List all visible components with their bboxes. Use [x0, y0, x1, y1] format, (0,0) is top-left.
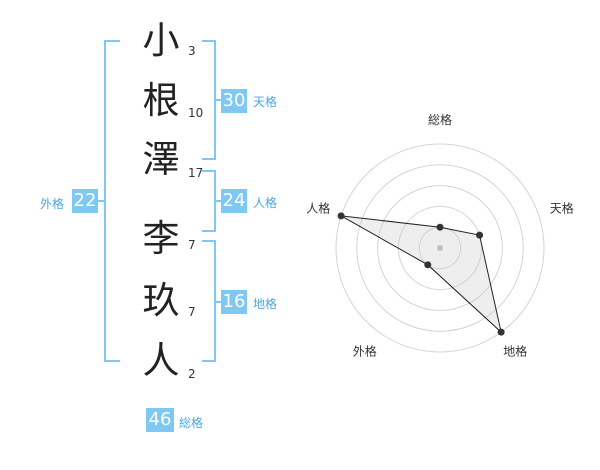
stroke-count-5: 7 — [188, 305, 196, 319]
radar-axis-label: 総格 — [428, 112, 452, 127]
radar-center-dot — [437, 245, 443, 251]
gaikaku-connector — [98, 200, 106, 202]
chikaku-connector — [214, 301, 222, 303]
gaikaku-label: 外格 — [40, 197, 65, 211]
radar-ring — [356, 164, 524, 332]
name-char-2: 根 — [142, 79, 180, 122]
radar-point-1 — [436, 223, 444, 231]
jinkaku-connector — [214, 200, 222, 202]
tenkaku-connector — [214, 99, 222, 101]
stroke-count-3: 17 — [188, 166, 204, 180]
radar-point-4 — [424, 261, 432, 269]
radar-axis-label: 天格 — [550, 200, 574, 215]
soukaku-value: 46 — [146, 408, 174, 432]
jinkaku-label: 人格 — [253, 196, 278, 210]
name-char-4: 李 — [142, 217, 180, 260]
stroke-count-4: 7 — [188, 238, 196, 252]
jinkaku-value: 24 — [221, 189, 247, 213]
radar-axis-label: 地格 — [503, 344, 527, 359]
radar-ring — [377, 185, 503, 311]
name-char-1: 小 — [142, 19, 180, 62]
soukaku-label: 総格 — [179, 416, 204, 430]
radar-point-5 — [337, 212, 345, 220]
tenkaku-value: 30 — [221, 89, 247, 113]
stroke-count-2: 10 — [188, 106, 204, 120]
chikaku-value: 16 — [221, 290, 247, 314]
radar-data-polygon — [340, 215, 502, 334]
name-char-6: 人 — [142, 339, 180, 382]
radar-point-2 — [476, 231, 484, 239]
name-char-5: 玖 — [142, 279, 180, 322]
stroke-count-6: 2 — [188, 367, 196, 381]
chikaku-label: 地格 — [253, 297, 278, 311]
gaikaku-value: 22 — [72, 189, 98, 213]
tenkaku-label: 天格 — [253, 95, 278, 109]
radar-axis-label: 外格 — [353, 344, 377, 359]
radar-axis-label: 人格 — [306, 200, 330, 215]
stroke-count-1: 3 — [188, 44, 196, 58]
radar-point-3 — [497, 328, 505, 336]
name-char-3: 澤 — [142, 138, 180, 181]
radar-ring — [335, 143, 545, 353]
